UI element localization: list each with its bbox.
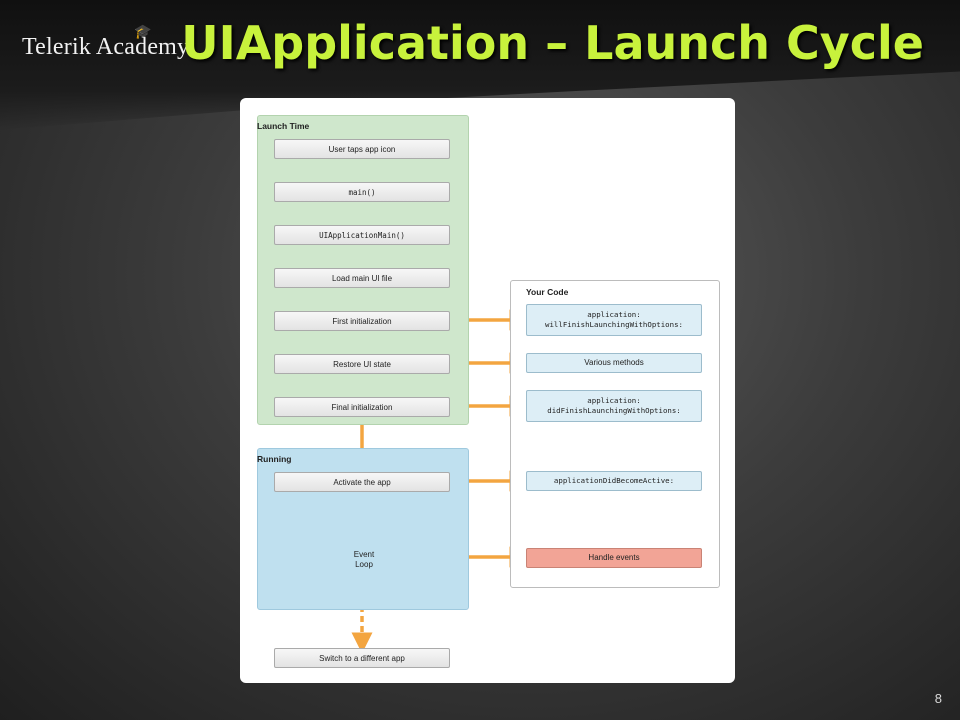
did-finish-launching-box: application: didFinishLaunchingWithOptio…	[526, 390, 702, 422]
event-loop-line2: Loop	[355, 560, 373, 569]
will-finish-launching-box: application: willFinishLaunchingWithOpti…	[526, 304, 702, 336]
graduation-cap-icon: 🎓	[134, 25, 152, 40]
step-switch-to-different-app: Switch to a different app	[274, 648, 450, 668]
will-finish-line1: application:	[587, 310, 641, 319]
step-restore-ui-state: Restore UI state	[274, 354, 450, 374]
event-loop-line1: Event	[353, 550, 375, 559]
step-first-initialization: First initialization	[274, 311, 450, 331]
event-loop-label: Event Loop	[347, 550, 381, 570]
did-become-active-box: applicationDidBecomeActive:	[526, 471, 702, 491]
did-finish-line2: didFinishLaunchingWithOptions:	[547, 406, 681, 415]
step-load-main-ui-file: Load main UI file	[274, 268, 450, 288]
running-label: Running	[257, 454, 292, 464]
launch-time-label: Launch Time	[257, 121, 310, 131]
step-final-initialization: Final initialization	[274, 397, 450, 417]
step-user-taps-app-icon: User taps app icon	[274, 139, 450, 159]
handle-events-box: Handle events	[526, 548, 702, 568]
telerik-logo: Telerik Academy 🎓	[22, 25, 190, 61]
page-number: 8	[934, 691, 942, 706]
step-main: main()	[274, 182, 450, 202]
step-uiapplicationmain: UIApplicationMain()	[274, 225, 450, 245]
slide-title: UIApplication – Launch Cycle	[181, 16, 924, 70]
various-methods-box: Various methods	[526, 353, 702, 373]
step-activate-the-app: Activate the app	[274, 472, 450, 492]
diagram-panel: Launch Time Running Your Code User taps …	[240, 98, 735, 683]
your-code-label: Your Code	[526, 287, 569, 297]
logo-text: Telerik Academy	[22, 34, 190, 60]
did-finish-line1: application:	[587, 396, 641, 405]
will-finish-line2: willFinishLaunchingWithOptions:	[545, 320, 683, 329]
